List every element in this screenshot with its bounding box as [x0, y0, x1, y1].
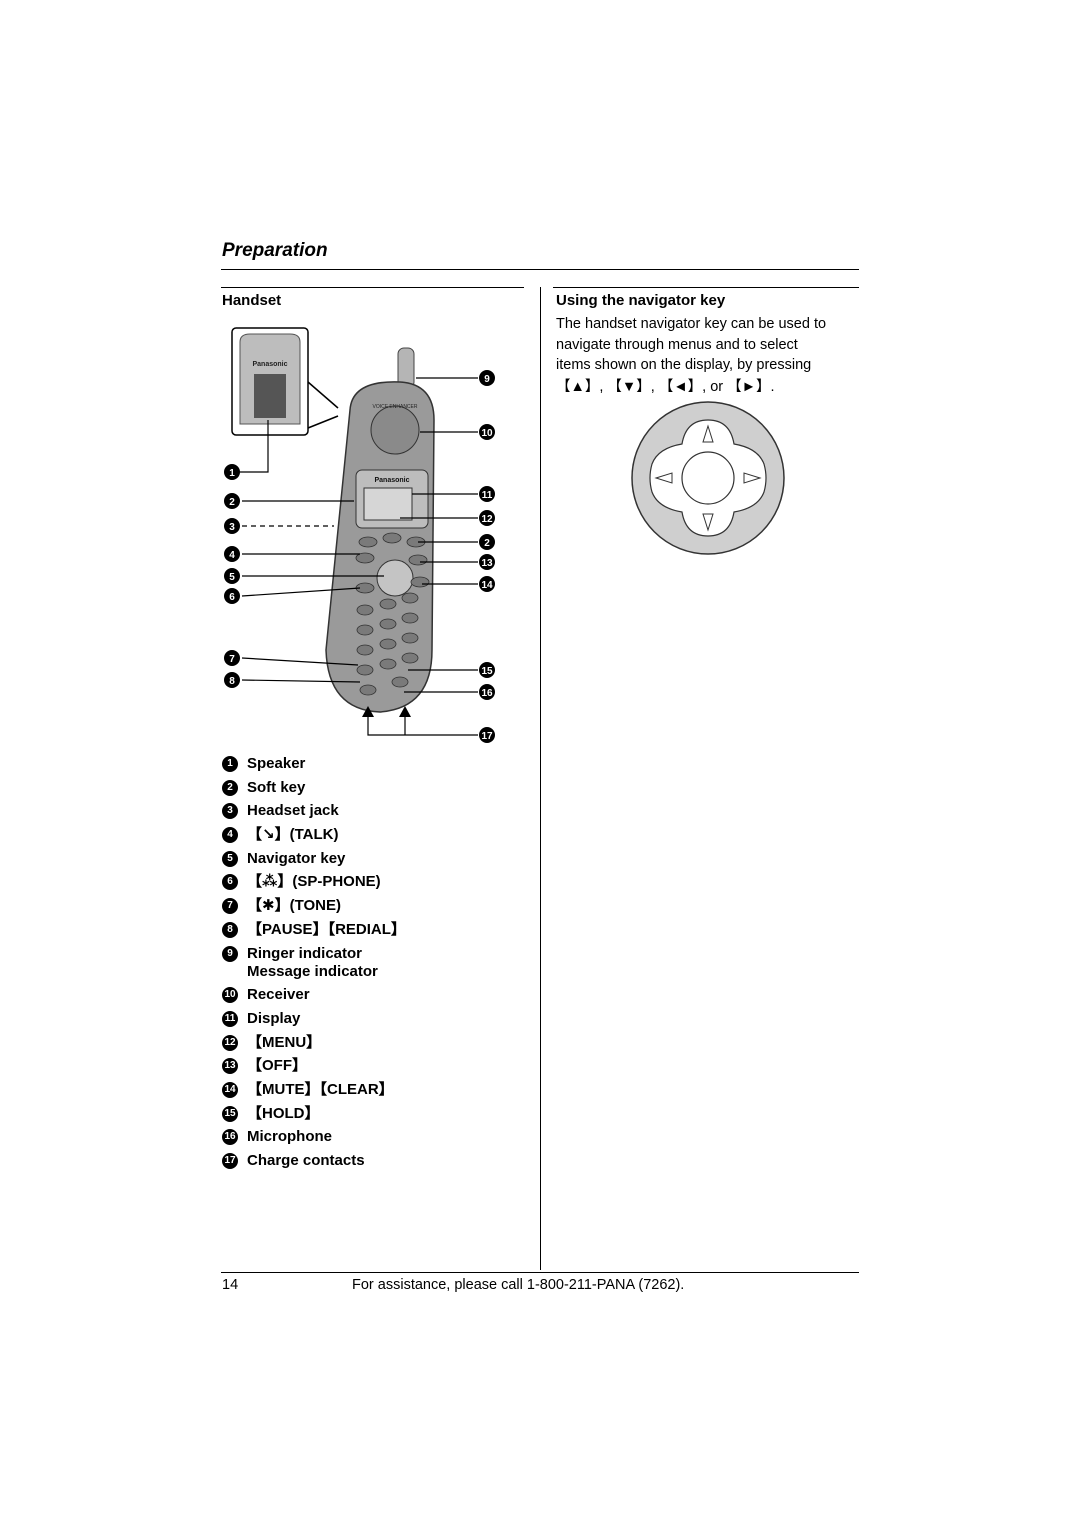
callout-8: 8 — [224, 672, 240, 688]
navigator-description-line: The handset navigator key can be used to — [556, 316, 827, 332]
svg-text:6: 6 — [229, 592, 235, 603]
svg-text:10: 10 — [481, 428, 493, 439]
svg-text:12: 12 — [481, 514, 493, 525]
callout-4: 4 — [224, 546, 240, 562]
svg-text:8: 8 — [229, 676, 235, 687]
callout-17: 17 — [479, 727, 495, 743]
svg-text:2: 2 — [484, 538, 490, 549]
legend-item-hold: 15【HOLD】 — [222, 1105, 522, 1123]
phone-brand-label: Panasonic — [374, 477, 409, 484]
column-divider — [540, 287, 541, 1270]
phone-body: VOICE ENHANCER Panasonic — [325, 347, 435, 713]
handset-heading: Handset — [222, 292, 282, 309]
svg-text:7: 7 — [229, 654, 235, 665]
legend-item-off: 13【OFF】 — [222, 1057, 522, 1075]
svg-text:9: 9 — [484, 374, 490, 385]
callout-13: 13 — [479, 554, 495, 570]
receiver-label: VOICE ENHANCER — [372, 404, 417, 410]
callout-11: 11 — [479, 486, 495, 502]
charge-contact-arrow-left — [362, 706, 374, 717]
svg-text:13: 13 — [481, 558, 493, 569]
legend-item-menu: 12【MENU】 — [222, 1034, 522, 1052]
title-rule — [221, 269, 859, 270]
svg-text:17: 17 — [481, 731, 493, 742]
callout-7: 7 — [224, 650, 240, 666]
svg-text:3: 3 — [229, 522, 235, 533]
callout-1: 1 — [224, 464, 240, 480]
legend-item-mute-clear: 14【MUTE】【CLEAR】 — [222, 1081, 522, 1099]
navigator-description-line: items shown on the display, by pressing — [556, 357, 812, 373]
callout-12: 12 — [479, 510, 495, 526]
section-title: Preparation — [222, 240, 328, 261]
navigator-key-figure — [631, 401, 785, 555]
speaker-inset: Panasonic — [231, 327, 339, 473]
charge-contact-arrow-right — [399, 706, 411, 717]
footer-rule — [221, 1272, 859, 1273]
navigator-description: The handset navigator key can be used to… — [556, 314, 861, 376]
down-arrow-icon — [702, 513, 714, 532]
svg-text:1: 1 — [229, 468, 235, 479]
svg-text:11: 11 — [482, 490, 493, 501]
right-column-rule — [553, 287, 859, 288]
callout-2-right: 2 — [479, 534, 495, 550]
legend-item-tone: 7【✱】(TONE) — [222, 897, 522, 915]
page-number: 14 — [222, 1277, 239, 1293]
callout-5: 5 — [224, 568, 240, 584]
inset-brand-label: Panasonic — [252, 361, 287, 368]
callout-2: 2 — [224, 493, 240, 509]
callout-16: 16 — [479, 684, 495, 700]
callout-14: 14 — [479, 576, 495, 592]
left-arrow-icon — [654, 472, 673, 484]
navigator-heading: Using the navigator key — [556, 292, 726, 309]
callout-3: 3 — [224, 518, 240, 534]
svg-text:4: 4 — [229, 550, 235, 561]
callout-leaders — [241, 377, 478, 736]
navigator-description-line: navigate through menus and to select — [556, 336, 798, 353]
svg-text:5: 5 — [229, 572, 235, 583]
handset-figure: Panasonic VOICE ENHANCER Panasonic — [224, 327, 495, 743]
callout-9: 9 — [479, 370, 495, 386]
right-arrow-icon — [743, 472, 762, 484]
legend-item-talk: 4【↘】(TALK) — [222, 826, 522, 844]
callout-10: 10 — [479, 424, 495, 440]
assistance-line: For assistance, please call 1-800-211-PA… — [352, 1277, 685, 1293]
navigator-keys-line: 【▲】, 【▼】, 【◄】, or 【►】. — [556, 379, 775, 395]
svg-text:15: 15 — [481, 666, 493, 677]
svg-text:14: 14 — [481, 580, 493, 591]
svg-text:2: 2 — [229, 497, 235, 508]
up-arrow-icon — [702, 424, 714, 443]
left-column-rule — [221, 287, 524, 288]
navigator-center — [681, 451, 735, 505]
legend-item-sp-phone: 6【⁂】(SP-PHONE) — [222, 873, 522, 891]
legend-item-pause-redial: 8【PAUSE】【REDIAL】 — [222, 921, 522, 939]
callout-15: 15 — [479, 662, 495, 678]
callout-6: 6 — [224, 588, 240, 604]
svg-text:16: 16 — [481, 688, 493, 699]
